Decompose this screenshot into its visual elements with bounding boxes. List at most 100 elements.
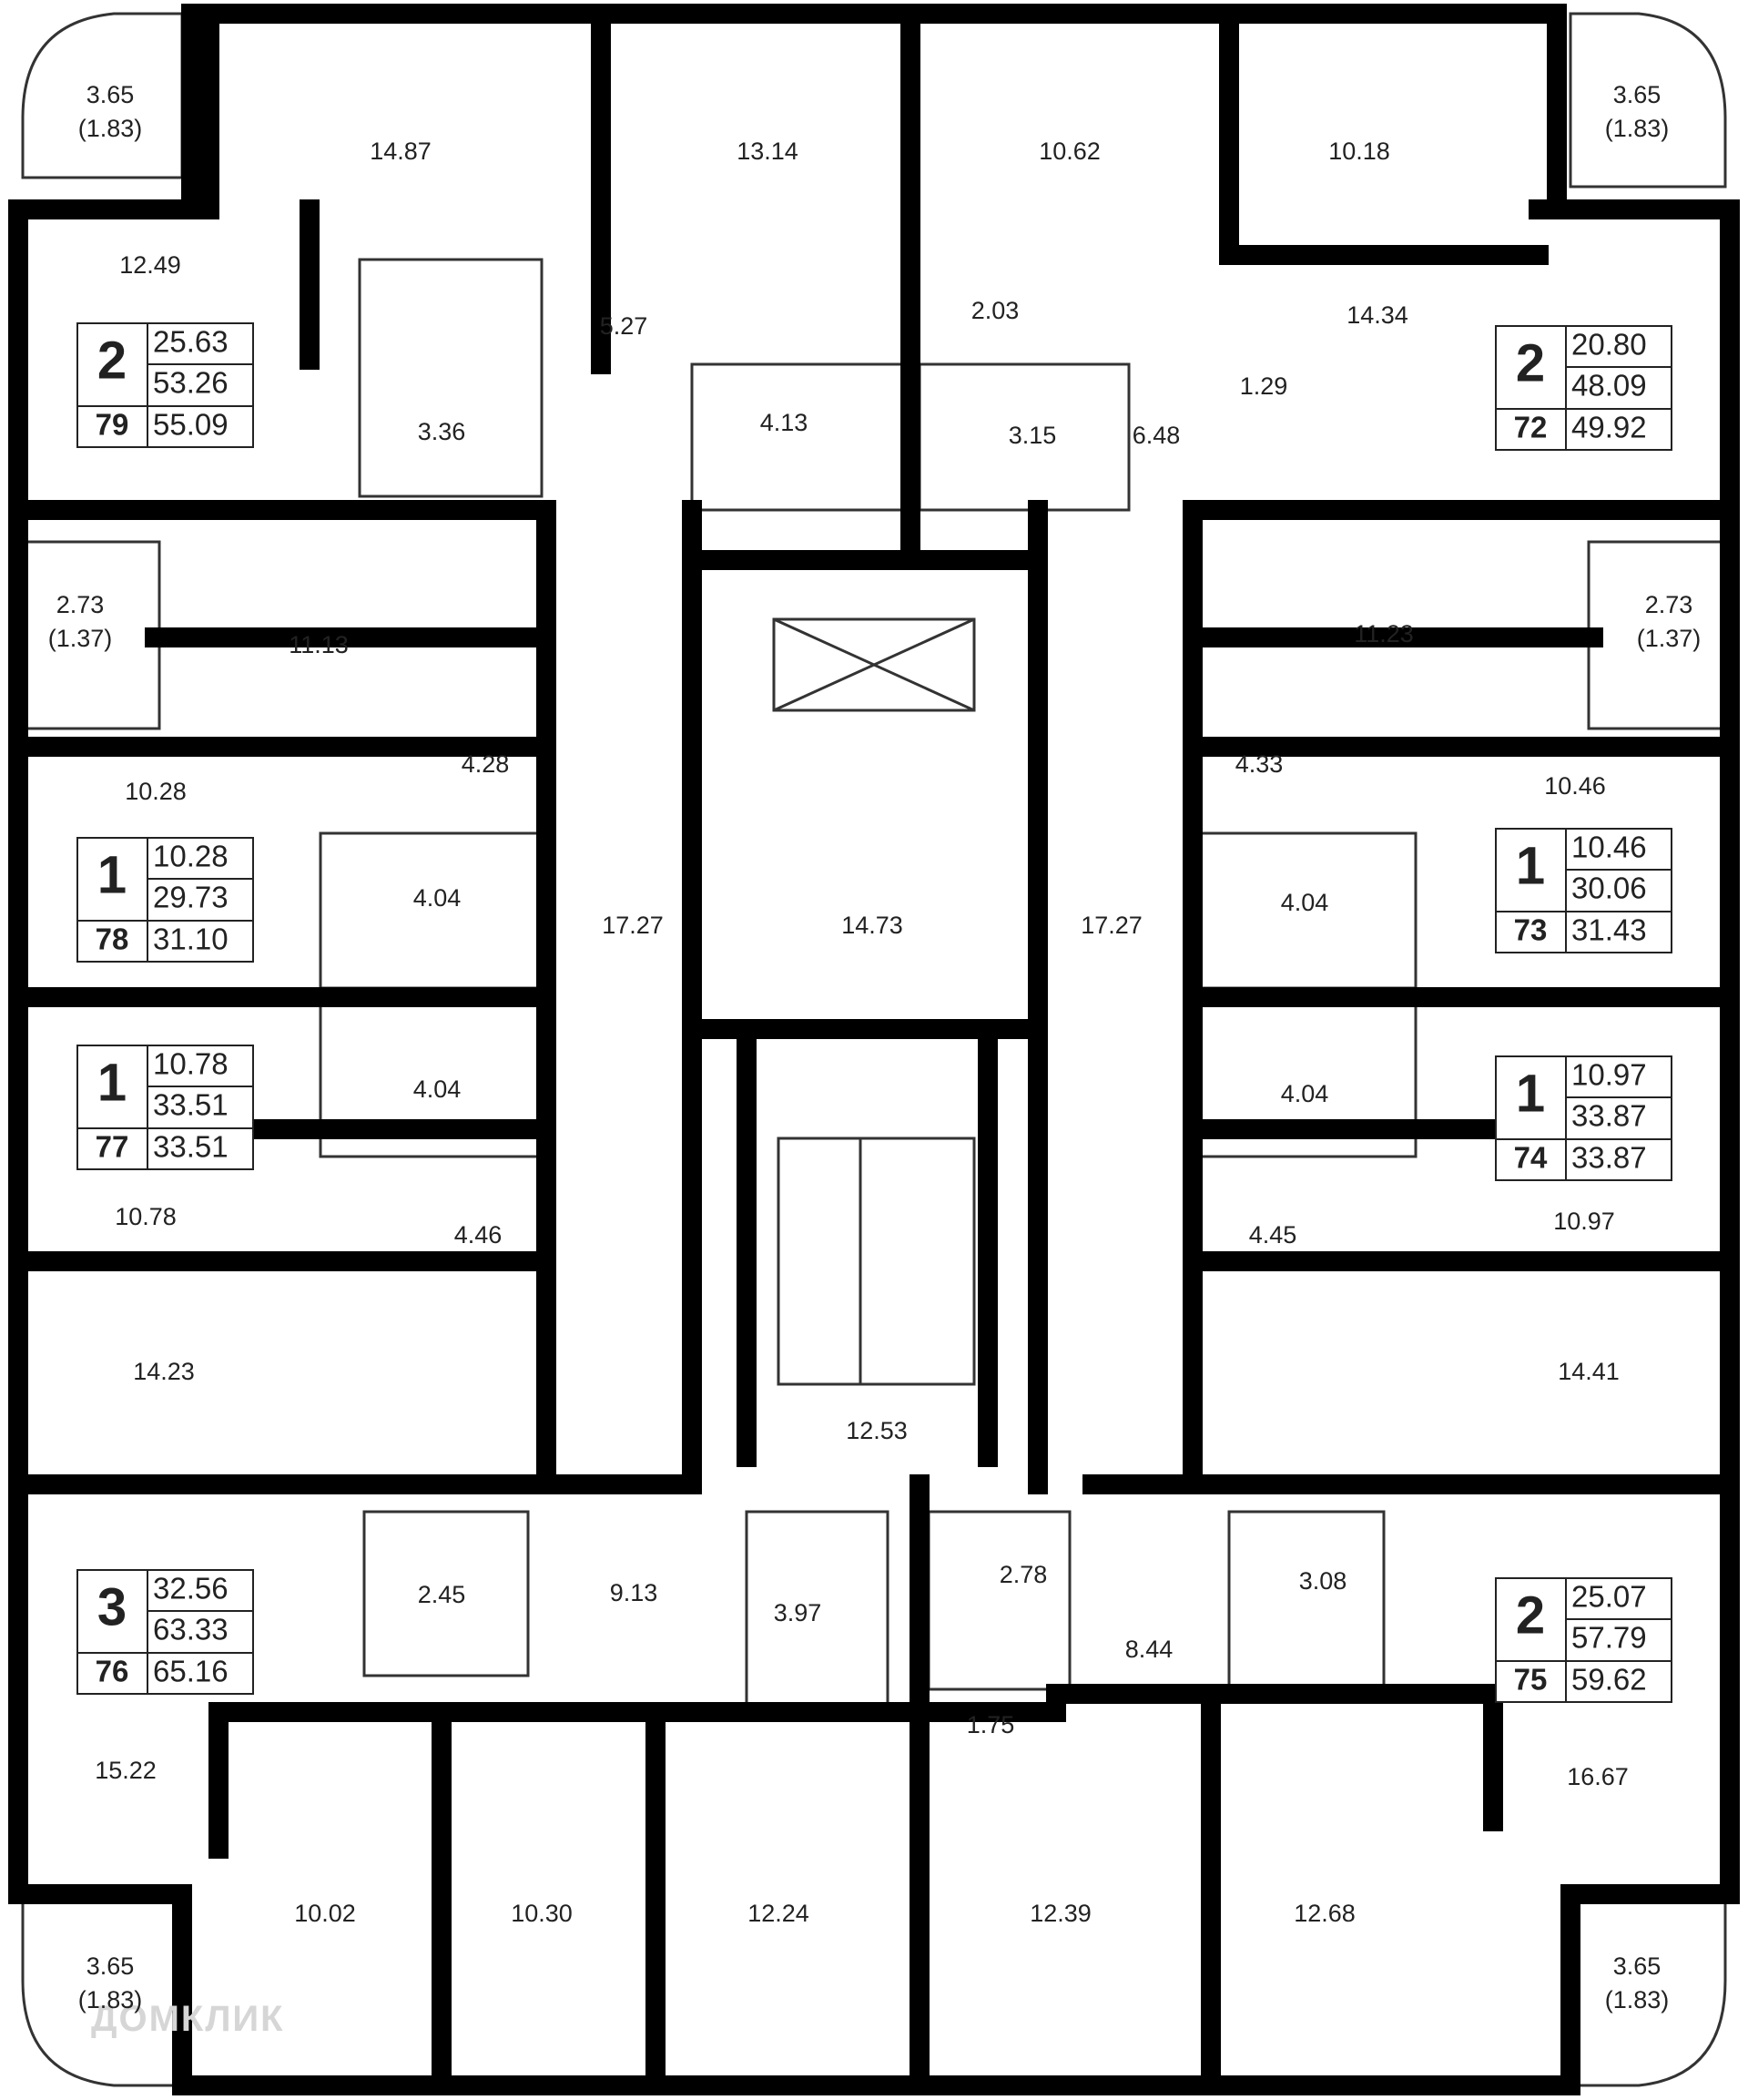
room-area: 10.97 [1553, 1208, 1615, 1235]
room-area: 1.29 [1240, 372, 1288, 400]
room-area: 2.78 [1000, 1561, 1048, 1588]
room-area: 14.41 [1558, 1358, 1620, 1385]
room-area: 4.13 [760, 409, 808, 436]
room-area: 12.68 [1294, 1900, 1356, 1927]
room-area: 5.27 [600, 312, 648, 340]
room-area: 14.73 [841, 912, 903, 939]
room-count: 2 [1516, 333, 1545, 392]
balcony-reduced-area: (1.83) [78, 115, 143, 142]
room-area: 10.46 [1544, 772, 1606, 800]
living-area: 20.80 [1571, 328, 1647, 362]
room-area: 8.44 [1125, 1636, 1174, 1663]
room-area: 12.39 [1030, 1900, 1092, 1927]
room-area: 17.27 [602, 912, 664, 939]
room-count: 1 [97, 1053, 127, 1112]
balcony-area: 3.65 [86, 1952, 135, 1980]
total-area-with-balcony: 31.10 [153, 923, 229, 956]
apt-box-76[interactable]: 3 76 32.56 63.33 65.16 [76, 1569, 254, 1695]
living-area: 10.78 [153, 1047, 229, 1081]
total-area-with-balcony: 33.87 [1571, 1141, 1647, 1175]
room-area: 3.97 [774, 1599, 822, 1626]
total-area: 48.09 [1571, 369, 1647, 403]
walls [8, 4, 1740, 2095]
room-area: 16.67 [1567, 1763, 1629, 1790]
apartment-number: 72 [1514, 411, 1548, 444]
living-area: 10.46 [1571, 831, 1647, 864]
room-count: 2 [97, 331, 127, 390]
total-area-with-balcony: 59.62 [1571, 1663, 1647, 1697]
apt-box-77[interactable]: 1 77 10.78 33.51 33.51 [76, 1045, 254, 1170]
living-area: 25.07 [1571, 1580, 1647, 1614]
balcony-reduced-area: (1.37) [1637, 625, 1702, 652]
balcony-area: 3.65 [1613, 81, 1662, 108]
room-area: 11.23 [1354, 620, 1414, 647]
balcony-reduced-area: (1.37) [48, 625, 113, 652]
room-area: 4.46 [454, 1221, 503, 1249]
room-area: 4.04 [413, 884, 462, 912]
room-count: 2 [1516, 1585, 1545, 1645]
living-area: 32.56 [153, 1572, 229, 1606]
living-area: 10.97 [1571, 1058, 1647, 1092]
apartment-number: 74 [1514, 1141, 1548, 1175]
total-area-with-balcony: 33.51 [153, 1130, 229, 1164]
room-area: 9.13 [610, 1579, 658, 1606]
room-area: 14.87 [370, 138, 432, 165]
apt-box-72[interactable]: 2 72 20.80 48.09 49.92 [1495, 325, 1672, 451]
total-area: 57.79 [1571, 1621, 1647, 1655]
room-area: 6.48 [1133, 422, 1181, 449]
room-count: 1 [1516, 836, 1545, 895]
apartment-number: 79 [96, 408, 129, 442]
room-area: 2.03 [971, 297, 1020, 324]
total-area: 30.06 [1571, 872, 1647, 905]
balcony-area: 3.65 [1613, 1952, 1662, 1980]
room-area: 12.49 [119, 251, 181, 279]
room-area: 4.04 [1281, 1080, 1329, 1107]
apartment-number: 77 [96, 1130, 129, 1164]
apt-box-73[interactable]: 1 73 10.46 30.06 31.43 [1495, 828, 1672, 953]
room-area: 4.04 [413, 1075, 462, 1103]
balcony-area: 3.65 [86, 81, 135, 108]
balcony-reduced-area: (1.83) [1605, 115, 1670, 142]
total-area-with-balcony: 31.43 [1571, 913, 1647, 947]
room-area: 10.02 [294, 1900, 356, 1927]
total-area-with-balcony: 55.09 [153, 408, 229, 442]
room-area: 14.34 [1347, 301, 1408, 329]
room-area: 12.24 [747, 1900, 809, 1927]
total-area: 63.33 [153, 1613, 229, 1646]
room-area: 4.04 [1281, 889, 1329, 916]
apt-box-75[interactable]: 2 75 25.07 57.79 59.62 [1495, 1577, 1672, 1703]
balcony-reduced-area: (1.83) [1605, 1986, 1670, 2013]
apt-box-79[interactable]: 2 79 25.63 53.26 55.09 [76, 322, 254, 448]
apt-box-78[interactable]: 1 78 10.28 29.73 31.10 [76, 837, 254, 963]
balcony-outlines [16, 12, 1732, 2087]
room-count: 1 [97, 845, 127, 904]
room-area: 12.53 [846, 1417, 908, 1444]
room-area: 15.22 [95, 1757, 157, 1784]
living-area: 25.63 [153, 325, 229, 359]
room-area: 4.33 [1235, 750, 1284, 778]
balcony-area: 2.73 [1645, 591, 1693, 618]
apt-box-74[interactable]: 1 74 10.97 33.87 33.87 [1495, 1055, 1672, 1181]
room-labels: 14.87 13.14 10.62 10.18 12.49 5.27 2.03 … [95, 138, 1629, 1927]
balcony-area: 2.73 [56, 591, 105, 618]
total-area-with-balcony: 65.16 [153, 1655, 229, 1688]
room-area: 1.75 [967, 1711, 1015, 1738]
room-area: 4.45 [1249, 1221, 1297, 1249]
room-area: 10.78 [115, 1203, 177, 1230]
room-area: 3.36 [418, 418, 466, 445]
room-area: 17.27 [1081, 912, 1143, 939]
apartment-number: 73 [1514, 913, 1548, 947]
total-area: 53.26 [153, 366, 229, 400]
living-area: 10.28 [153, 840, 229, 873]
balcony-labels: 3.65 (1.83) 3.65 (1.83) 2.73 (1.37) 2.73… [48, 81, 1702, 2013]
balcony-reduced-area: (1.83) [78, 1986, 143, 2013]
room-count: 3 [97, 1577, 127, 1636]
apartment-number: 78 [96, 923, 129, 956]
apartment-number: 76 [96, 1655, 129, 1688]
room-area: 14.23 [133, 1358, 195, 1385]
room-area: 11.13 [289, 631, 349, 658]
watermark: ДОМКЛИК [91, 1999, 285, 2039]
apartment-number: 75 [1514, 1663, 1548, 1697]
total-area: 29.73 [153, 881, 229, 914]
